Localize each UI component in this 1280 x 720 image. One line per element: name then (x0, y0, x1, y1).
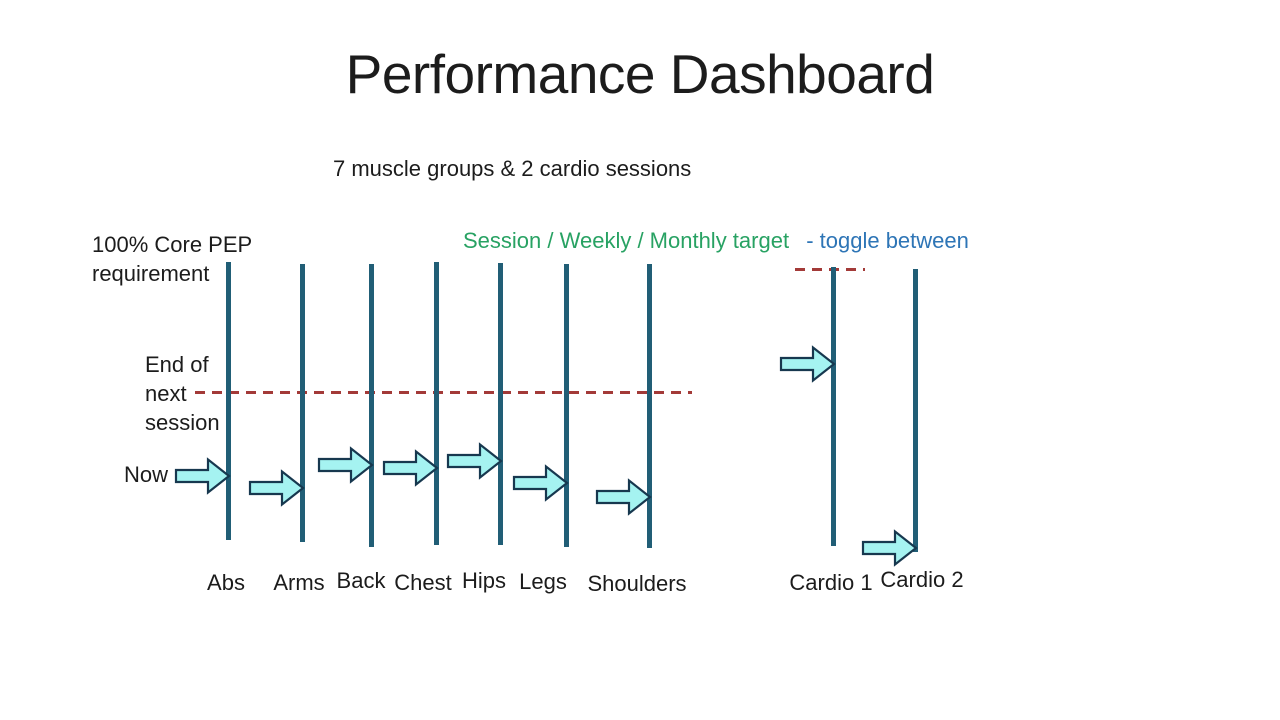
progress-line-chest (434, 262, 439, 545)
end-of-next-session-label: End of next session (145, 352, 220, 435)
progress-arrow-chest (382, 449, 439, 487)
progress-line-cardio-1 (831, 267, 836, 546)
core-pep-requirement-label: 100% Core PEP requirement (92, 232, 252, 286)
subtitle: 7 muscle groups & 2 cardio sessions (333, 156, 692, 181)
column-label-arms: Arms (273, 570, 325, 595)
progress-arrow-cardio-2 (861, 529, 918, 567)
toggle-hint-label: - toggle between (806, 228, 969, 253)
progress-line-back (369, 264, 374, 547)
column-label-abs: Abs (207, 570, 245, 595)
column-label-legs: Legs (519, 569, 567, 594)
progress-arrow-shoulders (595, 478, 652, 516)
progress-arrow-hips (446, 442, 503, 480)
column-label-back: Back (336, 568, 386, 593)
column-label-hips: Hips (461, 568, 507, 593)
target-toggle[interactable]: Session / Weekly / Monthly target - togg… (463, 228, 969, 254)
progress-line-arms (300, 264, 305, 542)
progress-arrow-cardio-1 (779, 345, 836, 383)
progress-line-cardio-2 (913, 269, 918, 552)
progress-arrow-abs (174, 457, 231, 495)
column-label-cardio-1: Cardio 1 (789, 570, 873, 595)
session-target-dashed-line (195, 391, 692, 394)
progress-line-abs (226, 262, 231, 540)
progress-arrow-legs (512, 464, 569, 502)
column-label-shoulders: Shoulders (587, 571, 687, 596)
page-title: Performance Dashboard (345, 43, 935, 105)
progress-line-shoulders (647, 264, 652, 548)
target-options-label[interactable]: Session / Weekly / Monthly target (463, 228, 790, 253)
progress-arrow-arms (248, 469, 305, 507)
column-label-cardio-2: Cardio 2 (880, 567, 964, 592)
progress-arrow-back (317, 446, 374, 484)
column-label-chest: Chest (394, 570, 452, 595)
now-label: Now (124, 462, 169, 487)
progress-line-hips (498, 263, 503, 545)
cardio-target-dashed-line (795, 268, 865, 271)
progress-line-legs (564, 264, 569, 547)
